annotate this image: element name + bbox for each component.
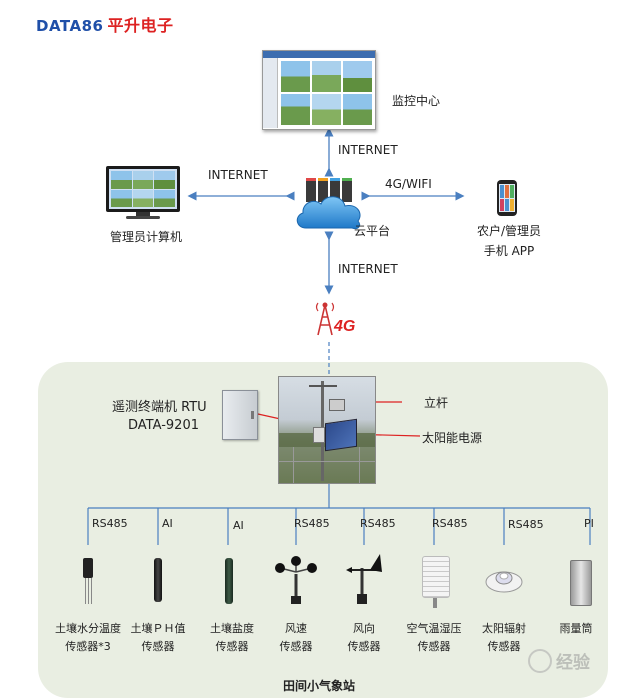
antenna-icon: [315, 302, 335, 336]
bus-label-0: RS485: [92, 517, 128, 530]
bus-label-1: AI: [162, 517, 173, 530]
admin-pc-stand: [136, 212, 150, 216]
soil-salinity-sensor-icon: [224, 558, 234, 606]
rain-gauge-sensor-icon: [570, 560, 592, 606]
sensor-label-2-line2: 传感器: [215, 640, 249, 653]
sensor-label-6-line1: 太阳辐射: [482, 622, 526, 635]
brand-cn: 平升电子: [107, 16, 174, 35]
sensor-label-1-line2: 传感器: [141, 640, 175, 653]
wind-speed-sensor-icon: [275, 556, 317, 604]
sensor-label-3-line2: 传感器: [279, 640, 313, 653]
watermark-logo: 经验: [528, 648, 590, 673]
solar-radiation-sensor-icon: [485, 571, 523, 593]
bus-label-7: PI: [584, 517, 594, 530]
bus-label-4: RS485: [360, 517, 396, 530]
sensor-label-0: 土壤水分温度 传感器*3: [40, 620, 136, 656]
link-bottom-label: INTERNET: [338, 262, 398, 276]
admin-pc-base: [126, 216, 160, 219]
bus-label-6: RS485: [508, 518, 544, 531]
mobile-phone-icon: [497, 180, 517, 216]
server-rack: [306, 178, 352, 202]
station-photo: [278, 376, 376, 484]
admin-pc-monitor: [106, 166, 180, 212]
sensor-label-2: 土壤盐度 传感器: [192, 620, 272, 656]
link-right-label: 4G/WIFI: [385, 177, 432, 191]
solar-label: 太阳能电源: [422, 431, 483, 445]
sensor-label-4-line1: 风向: [353, 622, 375, 635]
sensor-label-5-line1: 空气温湿压: [406, 622, 462, 635]
station-title: 田间小气象站: [282, 679, 355, 693]
sensor-label-0-line1: 土壤水分温度: [55, 622, 121, 635]
watermark-text: 经验: [556, 653, 590, 673]
rtu-label-line1: 遥测终端机 RTU: [112, 400, 207, 415]
air-temp-humidity-sensor-icon: [420, 556, 450, 608]
sensor-label-2-line1: 土壤盐度: [210, 622, 254, 635]
sensor-label-4-line2: 传感器: [347, 640, 381, 653]
sensor-label-1: 土壤ＰＨ值 传感器: [118, 620, 198, 656]
sensor-label-5-line2: 传感器: [417, 640, 451, 653]
sensor-label-6-line2: 传感器: [487, 640, 521, 653]
soil-moisture-sensor-icon: [83, 558, 93, 606]
link-top-label: INTERNET: [338, 143, 398, 157]
sensor-label-3-line1: 风速: [285, 622, 307, 635]
sensor-label-5: 空气温湿压 传感器: [394, 620, 474, 656]
monitor-center-screen: [262, 50, 376, 130]
sensor-label-1-line1: 土壤ＰＨ值: [130, 622, 186, 635]
rtu-label-line2: DATA-9201: [128, 418, 199, 433]
soil-ph-sensor-icon: [153, 558, 163, 606]
sensor-label-7: 雨量筒: [546, 620, 606, 638]
admin-pc-label: 管理员计算机: [110, 230, 183, 244]
sensor-drops: [87, 508, 591, 545]
sensor-label-6: 太阳辐射 传感器: [464, 620, 544, 656]
bus-label-2: AI: [233, 519, 244, 532]
sensor-label-7-line1: 雨量筒: [559, 622, 593, 635]
badge-4g: 4G: [334, 318, 356, 335]
rtu-box: [222, 390, 258, 440]
sensor-label-4: 风向 传感器: [324, 620, 404, 656]
mobile-label-line1: 农户/管理员: [476, 224, 542, 238]
mobile-label-line2: 手机 APP: [483, 244, 535, 258]
bus-label-3: RS485: [294, 517, 330, 530]
link-left-label: INTERNET: [208, 168, 268, 182]
cloud-label: 云平台: [354, 224, 391, 238]
wind-direction-sensor-icon: [346, 554, 382, 604]
pole-label: 立杆: [424, 396, 449, 410]
cloud-icon: [296, 196, 361, 229]
sensor-label-0-line2: 传感器*3: [65, 640, 111, 653]
monitor-center-label: 监控中心: [392, 94, 441, 108]
sensor-label-3: 风速 传感器: [256, 620, 336, 656]
brand-name: DATA86: [36, 17, 104, 35]
bus-label-5: RS485: [432, 517, 468, 530]
